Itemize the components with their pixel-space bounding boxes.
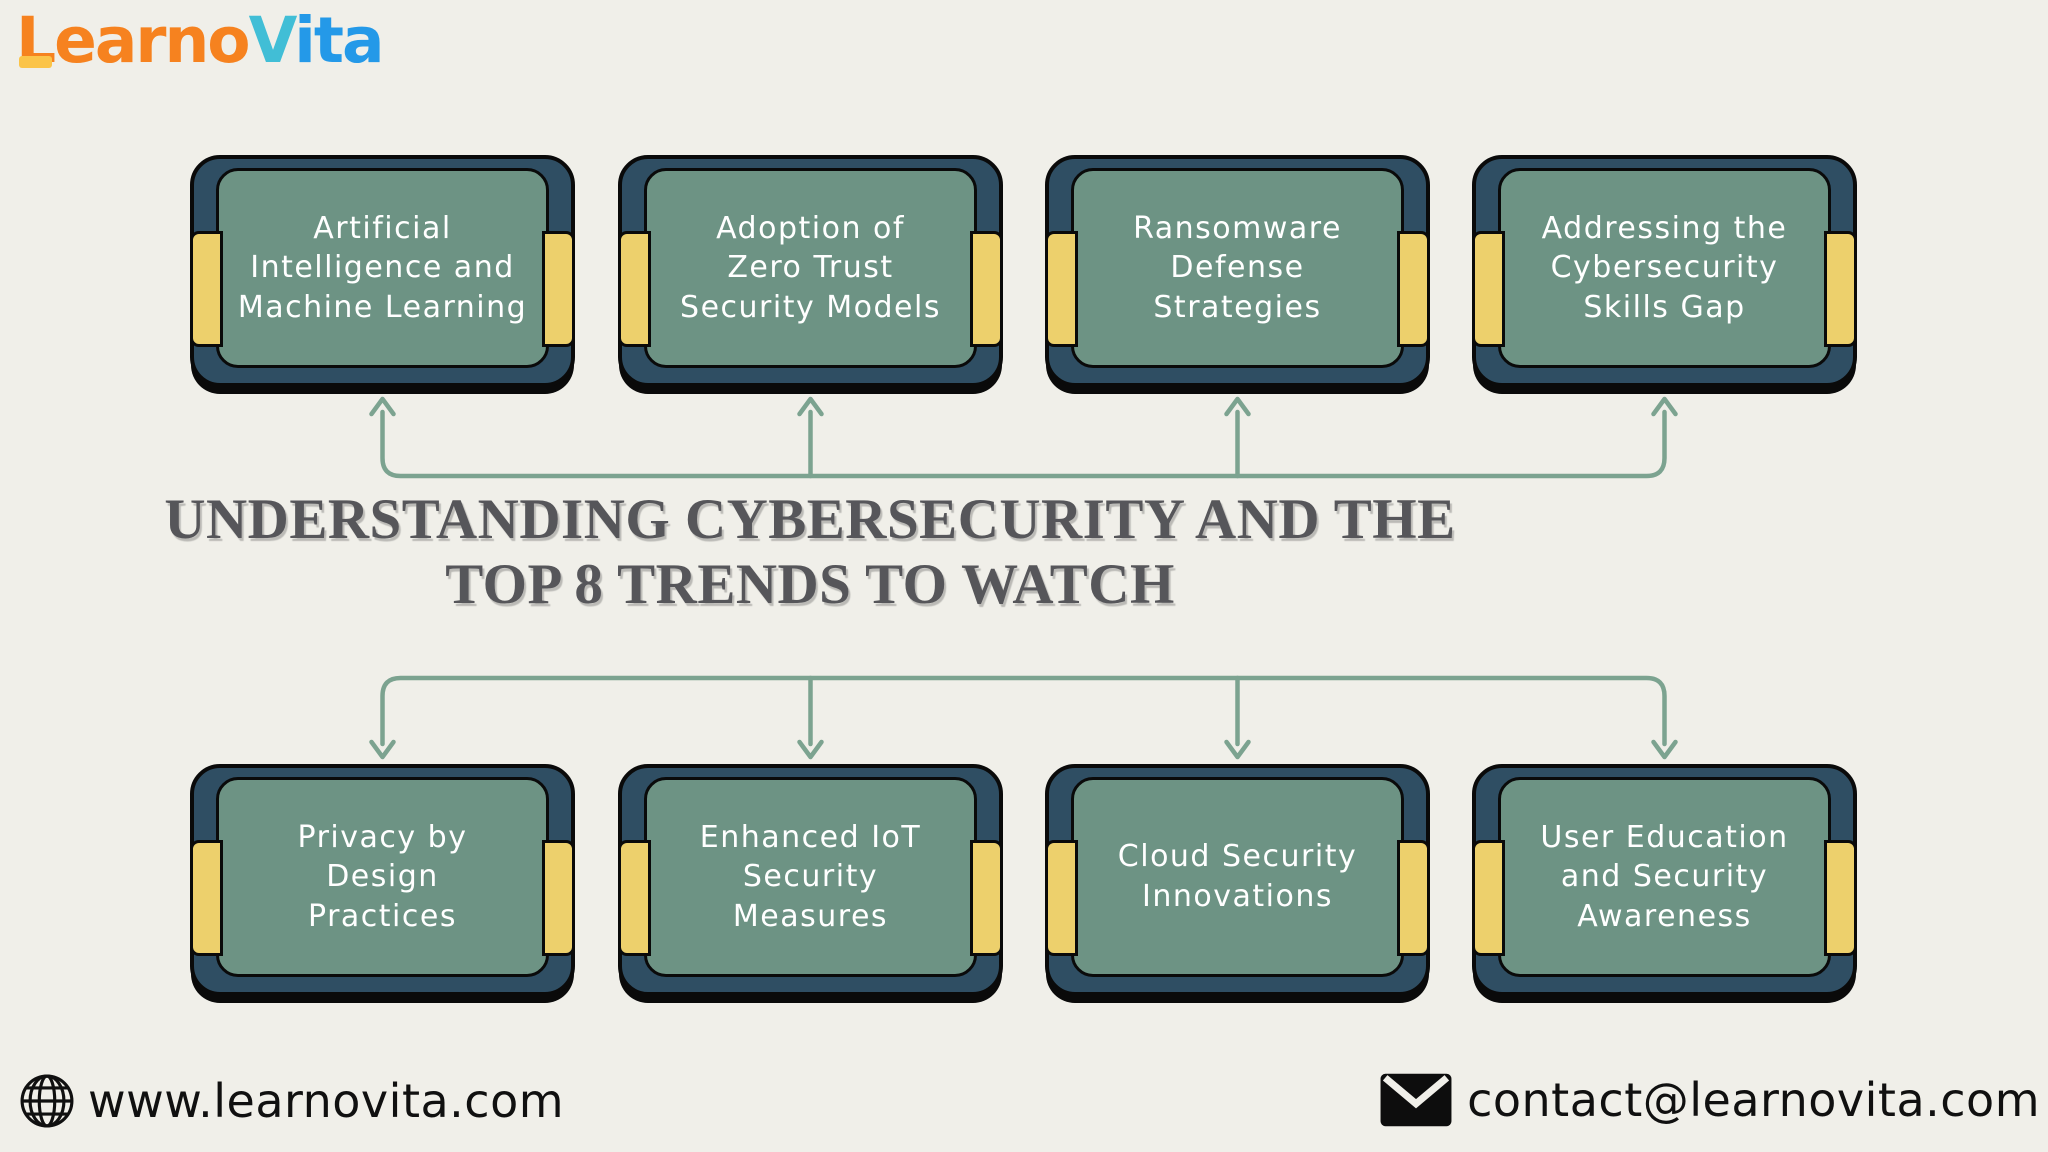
- trend-label: Cloud Security Innovations: [1117, 839, 1358, 914]
- board-flap-right: [542, 840, 575, 956]
- trend-box-iot-security: Enhanced IoT Security Measures: [618, 764, 1003, 996]
- page-title: UNDERSTANDING CYBERSECURITY AND THE TOP …: [164, 488, 1456, 616]
- board-flap-left: [190, 840, 223, 956]
- board-surface: [1498, 777, 1831, 977]
- arrowhead-up-2: [797, 396, 824, 417]
- top-connector-line: [380, 409, 1667, 479]
- board-flap-right: [542, 231, 575, 347]
- envelope-icon: [1380, 1073, 1452, 1127]
- arrowhead-up-3: [1224, 396, 1251, 417]
- bottom-connector-line: [380, 675, 1667, 747]
- trend-label: Privacy by Design Practices: [297, 819, 468, 934]
- footer-email: contact@learnovita.com: [1379, 1072, 2040, 1128]
- trend-box-skills-gap: Addressing the Cybersecurity Skills Gap: [1472, 155, 1857, 387]
- footer-website: www.learnovita.com: [18, 1072, 564, 1130]
- arrowhead-down-3: [1224, 739, 1251, 760]
- trend-box-ai-ml: Artificial Intelligence and Machine Lear…: [190, 155, 575, 387]
- board-flap-right: [1824, 840, 1857, 956]
- arrowhead-up-1: [369, 396, 396, 417]
- board-flap-right: [970, 840, 1003, 956]
- board-flap-right: [1824, 231, 1857, 347]
- logo-text-v: V: [248, 4, 297, 77]
- board-flap-right: [970, 231, 1003, 347]
- trend-box-privacy-by-design: Privacy by Design Practices: [190, 764, 575, 996]
- board-flap-right: [1397, 231, 1430, 347]
- board-flap-left: [1045, 840, 1078, 956]
- trend-label: Artificial Intelligence and Machine Lear…: [237, 210, 528, 325]
- board-flap-right: [1397, 840, 1430, 956]
- arrowhead-down-1: [369, 739, 396, 760]
- board-flap-left: [618, 840, 651, 956]
- trend-label: Addressing the Cybersecurity Skills Gap: [1541, 210, 1788, 325]
- email-address: contact@learnovita.com: [1467, 1073, 2040, 1127]
- website-url: www.learnovita.com: [88, 1074, 565, 1128]
- logo-text-ita: ita: [294, 4, 384, 77]
- arrowhead-up-4: [1651, 396, 1678, 417]
- board-flap-left: [618, 231, 651, 347]
- board-flap-left: [1472, 231, 1505, 347]
- trend-box-zero-trust: Adoption of Zero Trust Security Models: [618, 155, 1003, 387]
- board-flap-left: [190, 231, 223, 347]
- trend-label: User Education and Security Awareness: [1540, 819, 1789, 934]
- trend-box-cloud-security: Cloud Security Innovations: [1045, 764, 1430, 996]
- learnovita-logo: LearnoVita: [16, 4, 384, 77]
- globe-icon: [20, 1074, 74, 1128]
- board-flap-left: [1045, 231, 1078, 347]
- arrowhead-down-2: [797, 739, 824, 760]
- logo-text-learno: Learno: [16, 4, 251, 77]
- trend-label: Enhanced IoT Security Measures: [699, 819, 922, 934]
- trend-label: Ransomware Defense Strategies: [1133, 210, 1342, 325]
- board-surface: [1071, 168, 1404, 368]
- board-surface: [216, 777, 549, 977]
- board-surface: [1498, 168, 1831, 368]
- board-surface: [644, 777, 977, 977]
- board-flap-left: [1472, 840, 1505, 956]
- trend-box-ransomware: Ransomware Defense Strategies: [1045, 155, 1430, 387]
- trend-box-user-education: User Education and Security Awareness: [1472, 764, 1857, 996]
- arrowhead-down-4: [1651, 739, 1678, 760]
- trend-label: Adoption of Zero Trust Security Models: [680, 210, 941, 325]
